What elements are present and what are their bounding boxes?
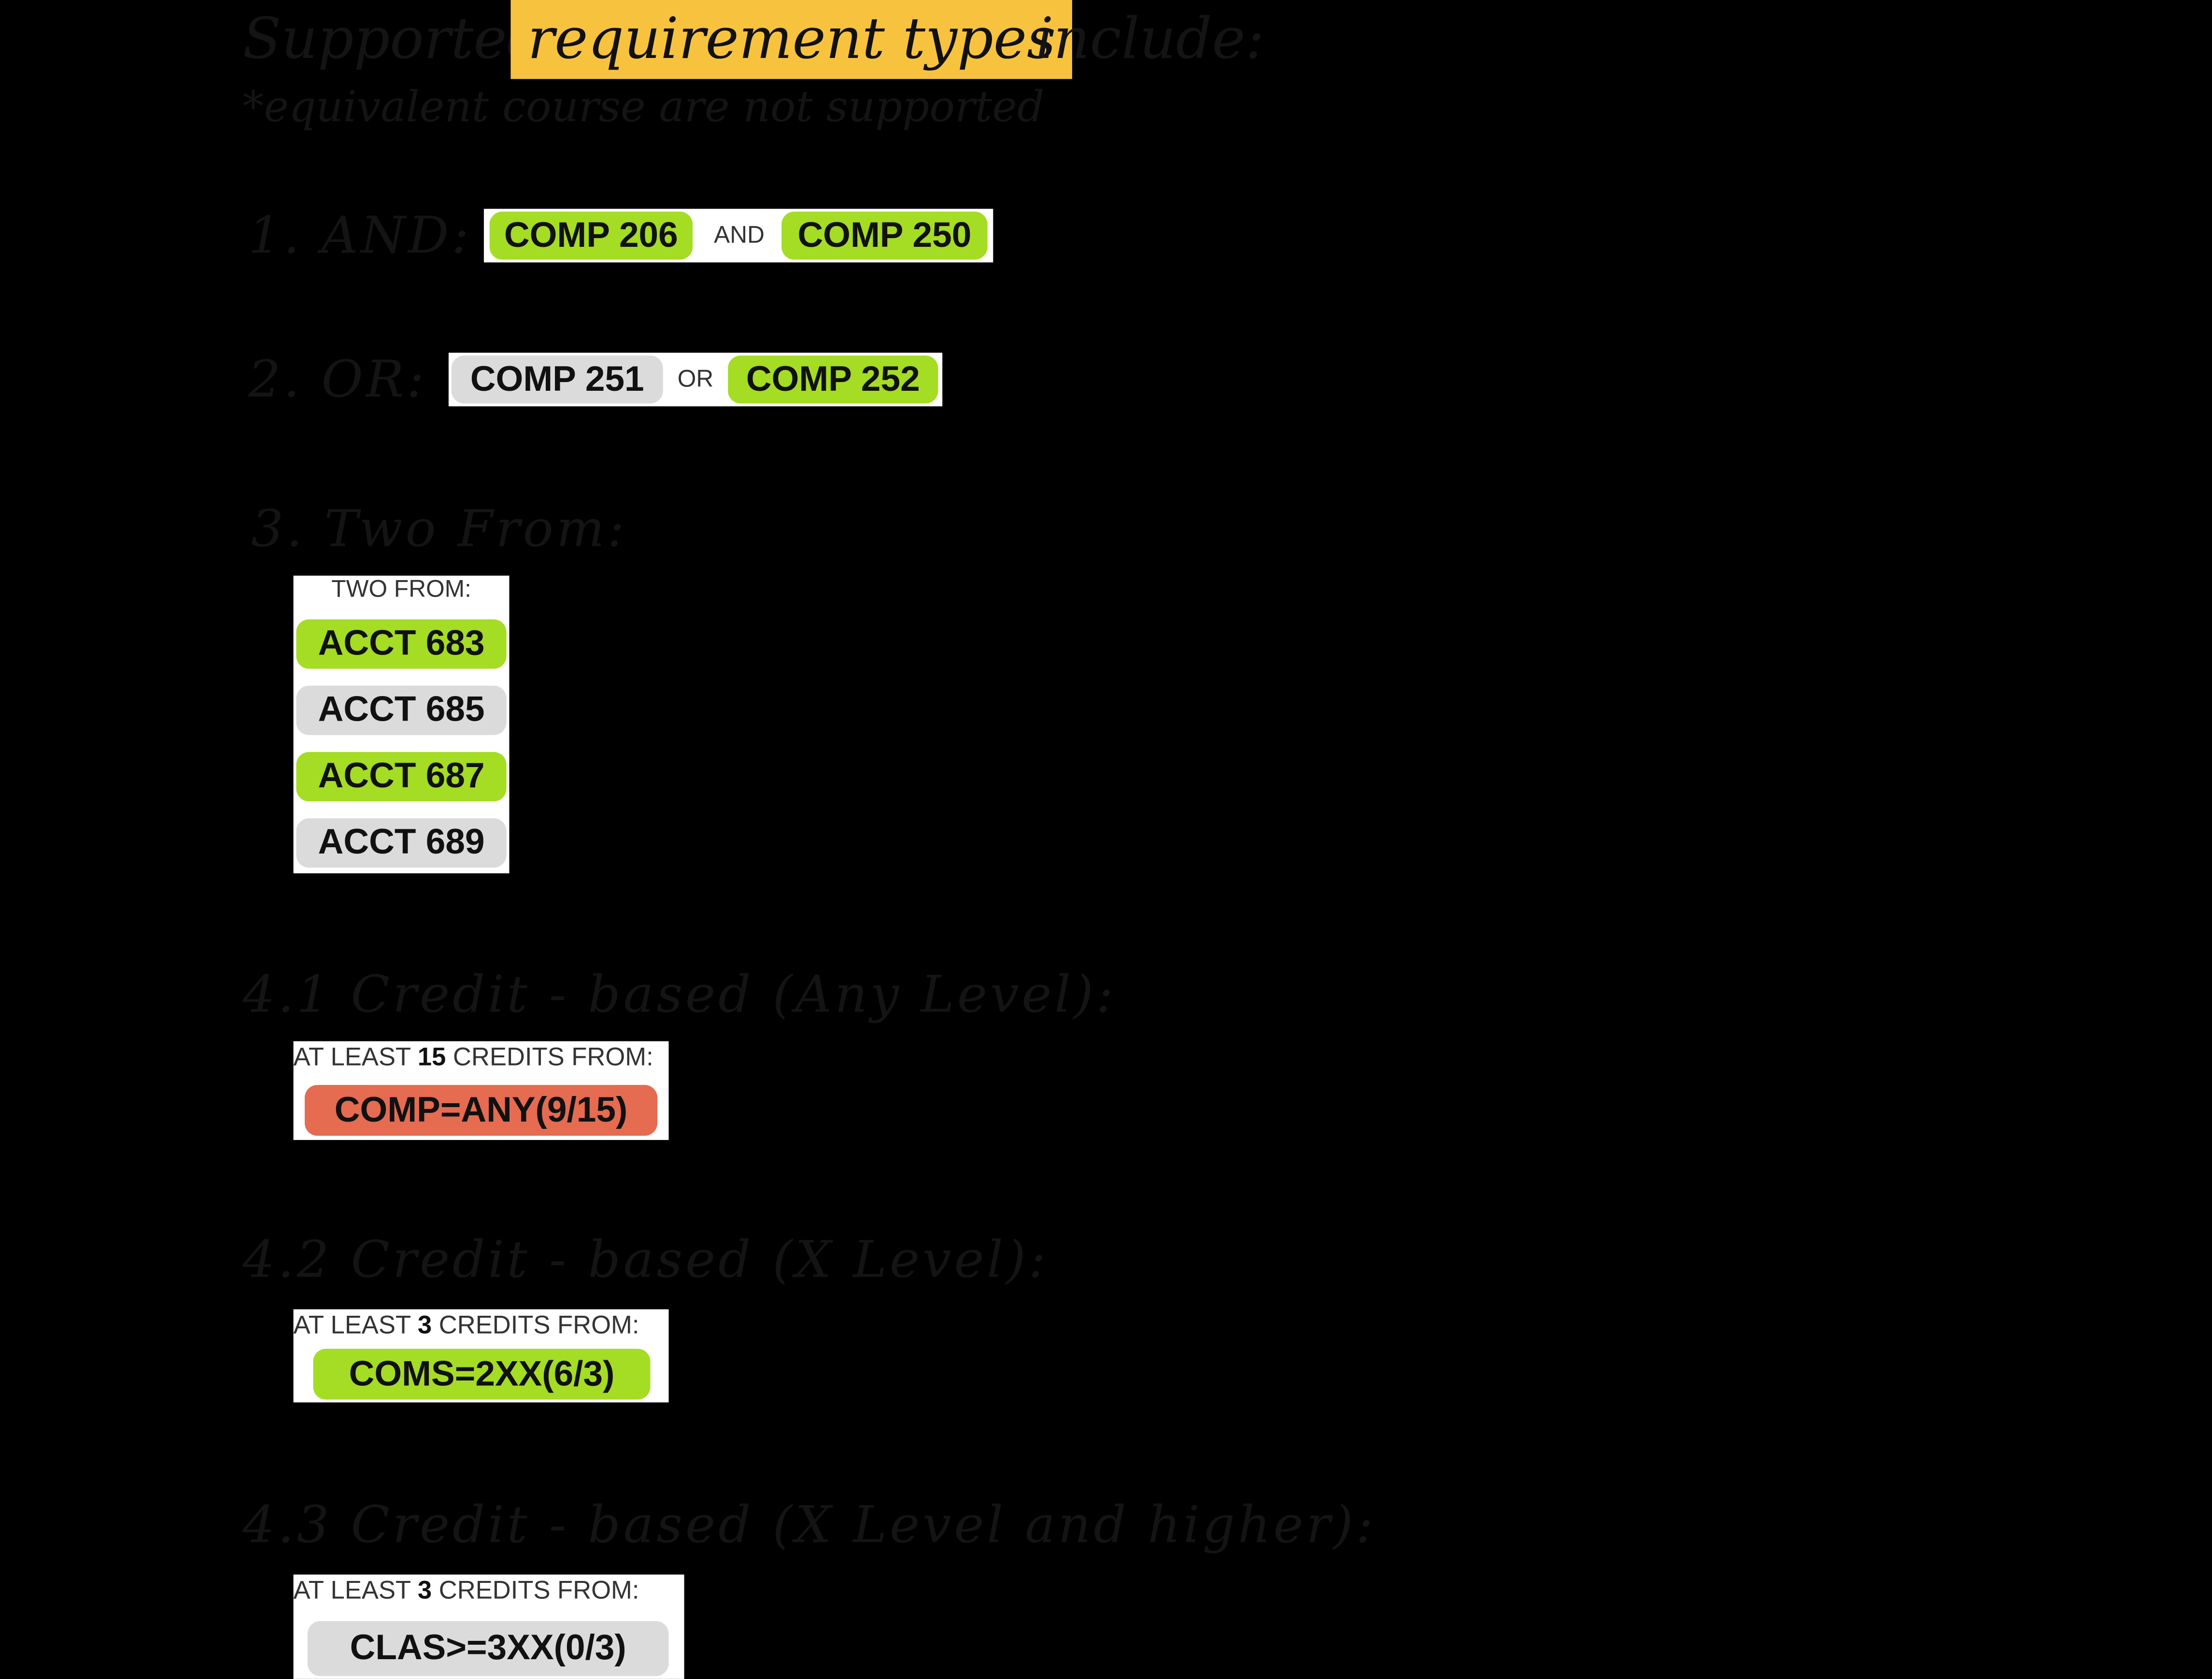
two-from-course-pill[interactable]: ACCT 683	[296, 619, 507, 669]
two-from-heading: 3. Two From:	[251, 500, 627, 559]
credit-any-heading: 4.1 Credit - based (Any Level):	[242, 966, 1116, 1024]
credit-label-prefix: AT LEAST	[293, 1310, 411, 1339]
credit-x-heading: 4.2 Credit - based (X Level):	[242, 1231, 1049, 1290]
credit-x-higher-label: AT LEAST 3 CREDITS FROM:	[294, 1576, 639, 1606]
credit-label-suffix: CREDITS FROM:	[439, 1576, 639, 1605]
or-course-b-pill[interactable]: COMP 252	[728, 356, 938, 404]
credit-x-higher-panel: AT LEAST 3 CREDITS FROM: CLAS>=3XX(0/3)	[293, 1574, 684, 1679]
credit-label-prefix: AT LEAST	[293, 1576, 411, 1605]
two-from-course-pill[interactable]: ACCT 689	[296, 818, 507, 868]
credit-any-label: AT LEAST 15 CREDITS FROM:	[294, 1043, 653, 1072]
title-highlight: requirement types	[510, 0, 1073, 79]
or-heading: 2. OR:	[248, 351, 427, 410]
two-from-course-pill[interactable]: ACCT 687	[296, 752, 507, 802]
or-course-a-pill[interactable]: COMP 251	[451, 356, 663, 404]
credit-x-panel: AT LEAST 3 CREDITS FROM: COMS=2XX(6/3)	[293, 1309, 669, 1403]
and-course-b-pill[interactable]: COMP 250	[781, 212, 988, 260]
two-from-label: TWO FROM:	[331, 575, 471, 603]
credit-x-rule-pill[interactable]: COMS=2XX(6/3)	[313, 1349, 651, 1400]
or-connector-label: OR	[677, 365, 714, 393]
credit-any-panel: AT LEAST 15 CREDITS FROM: COMP=ANY(9/15)	[293, 1041, 669, 1140]
credit-label-suffix: CREDITS FROM:	[453, 1042, 653, 1071]
credit-count: 15	[417, 1042, 446, 1071]
unsupported-note: *equivalent course are not supported	[242, 83, 1045, 133]
and-course-a-pill[interactable]: COMP 206	[489, 212, 693, 260]
two-from-course-pill[interactable]: ACCT 685	[296, 685, 507, 735]
title-suffix: include:	[1035, 7, 1264, 72]
two-from-panel: TWO FROM: ACCT 683 ACCT 685 ACCT 687 ACC…	[293, 575, 510, 874]
credit-label-prefix: AT LEAST	[293, 1042, 411, 1071]
and-heading: 1. AND:	[248, 207, 472, 266]
credit-count: 3	[417, 1576, 432, 1605]
credit-count: 3	[417, 1310, 432, 1339]
and-connector-label: AND	[714, 221, 765, 249]
credit-x-higher-heading: 4.3 Credit - based (X Level and higher):	[242, 1497, 1376, 1555]
title-prefix: Supported	[242, 7, 543, 72]
credit-label-suffix: CREDITS FROM:	[439, 1310, 639, 1339]
or-requirement-panel: COMP 251 OR COMP 252	[448, 353, 943, 407]
credit-any-rule-pill[interactable]: COMP=ANY(9/15)	[304, 1085, 658, 1136]
credit-x-higher-rule-pill[interactable]: CLAS>=3XX(0/3)	[307, 1621, 669, 1677]
and-requirement-panel: COMP 206 AND COMP 250	[483, 209, 993, 263]
credit-x-label: AT LEAST 3 CREDITS FROM:	[294, 1311, 639, 1340]
